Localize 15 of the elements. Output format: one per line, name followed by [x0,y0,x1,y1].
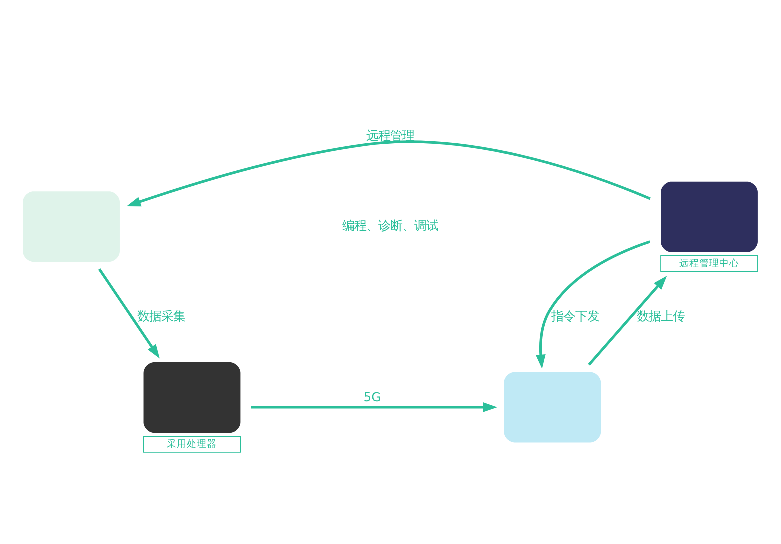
edge-label: 远程管理 [366,128,414,143]
edge-label: 指令下发 [552,309,600,324]
node-box [23,192,120,262]
edge-label: 5G [364,390,382,404]
node-label: 采用处理器 [167,438,218,450]
arrow [251,402,498,412]
arrow [98,268,160,359]
node-label: 远程管理中心 [680,258,740,270]
edge-label: 数据上传 [637,309,686,324]
arrow [126,140,651,207]
node-box [504,372,602,443]
arrow [536,240,651,369]
arrow [588,276,668,366]
label: 编程、诊断、调试 [342,219,438,234]
edge-label: 数据采集 [137,309,186,324]
